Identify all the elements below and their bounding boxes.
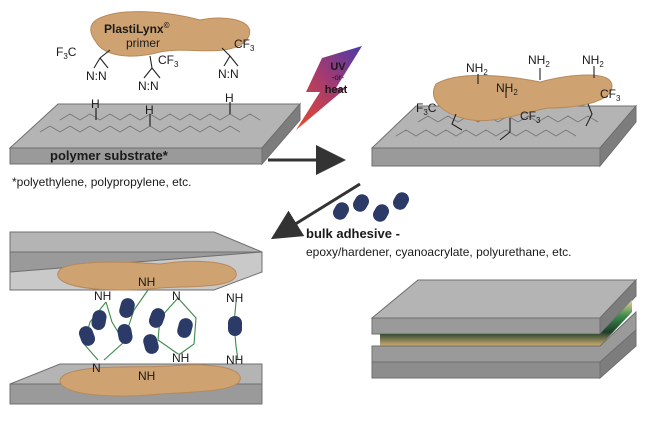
h-atom-3: H <box>225 91 234 105</box>
diazirine-group-2: CF3 N:N <box>138 53 179 93</box>
adhesive-layer <box>380 300 632 346</box>
diazirine-group-1: F3C N:N <box>56 45 111 83</box>
amine-group-1: NH2 <box>466 61 488 77</box>
svg-text:N:N: N:N <box>138 79 159 93</box>
n-top-3: N <box>172 289 181 303</box>
primer-label: primer <box>126 36 160 50</box>
amine-group-4: NH2 <box>496 81 518 97</box>
nh-top-2: NH <box>138 275 155 289</box>
adhesive-examples: epoxy/hardener, cyanoacrylate, polyureth… <box>306 245 572 259</box>
adhesive-label: bulk adhesive - <box>306 226 400 241</box>
svg-text:CF3: CF3 <box>234 37 255 53</box>
nh-bottom-3: NH <box>172 351 189 365</box>
network-adhesive-pills <box>78 298 242 354</box>
nh-top-1: NH <box>94 289 111 303</box>
n-bottom-1: N <box>92 361 101 375</box>
substrate-footnote: *polyethylene, polypropylene, etc. <box>12 175 191 189</box>
substrate-slab-2 <box>370 104 638 168</box>
primer-blob-top <box>57 260 237 291</box>
primer-blob-1 <box>90 11 251 57</box>
activation-or: -or- <box>332 73 345 82</box>
nh-bottom-4: NH <box>226 353 243 367</box>
primer-brand: PlastiLynx© <box>104 21 170 36</box>
nh-top-4: NH <box>226 291 243 305</box>
amine-group-2: NH2 <box>528 53 550 69</box>
activation-heat: heat <box>325 84 348 96</box>
h-atom-1: H <box>91 97 100 111</box>
substrate-label: polymer substrate* <box>50 148 169 163</box>
amine-group-3: NH2 <box>582 53 604 69</box>
cf3-label-a: F3C <box>416 101 437 117</box>
substrate-slab-1: H H H <box>8 91 302 166</box>
svg-text:F3C: F3C <box>56 45 77 61</box>
panel-primer-on-substrate: H H H polymer substrate* *polyethylene, … <box>8 11 302 189</box>
adhesive-molecules <box>333 192 409 222</box>
panel-crosslinked-joint: NH NH N NH N NH NH NH <box>9 231 263 405</box>
primer-blob-bottom <box>59 364 241 397</box>
cf3-label-b: CF3 <box>520 109 541 125</box>
arrow-down-left <box>270 182 361 240</box>
panel-grafted-primer: NH2 NH2 NH2 NH2 F3C CF3 CF3 <box>370 53 638 168</box>
activation-uv: UV <box>330 61 346 73</box>
h-atom-2: H <box>145 103 154 117</box>
svg-text:N:N: N:N <box>86 69 107 83</box>
panel-bonded-laminate <box>370 278 638 380</box>
activation-bolt: UV -or- heat <box>296 46 362 130</box>
cf3-label-c: CF3 <box>600 87 621 103</box>
primer-blob-2 <box>433 74 613 122</box>
diazirine-group-3: CF3 N:N <box>218 37 255 81</box>
nh-bottom-2: NH <box>138 369 155 383</box>
svg-text:N:N: N:N <box>218 67 239 81</box>
svg-text:CF3: CF3 <box>158 53 179 69</box>
